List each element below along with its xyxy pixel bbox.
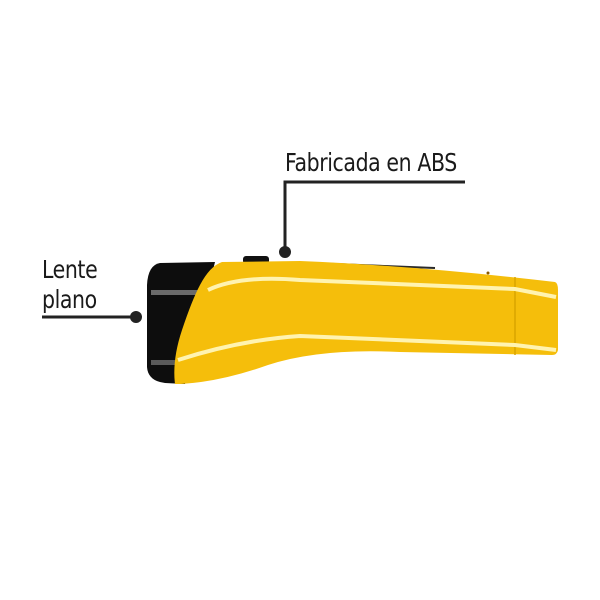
body-highlight-bottom (177, 333, 557, 362)
lens-head-highlight-bottom (151, 360, 181, 365)
callout-label-lens: Lente plano (42, 255, 98, 315)
body-housing (174, 261, 559, 384)
leader-lens-dot (130, 311, 142, 323)
lens-head-highlight-top (151, 290, 206, 295)
tail-dot (486, 271, 490, 275)
callout-label-lens-line2: plano (42, 285, 97, 314)
leader-abs-dot (279, 246, 291, 258)
callout-label-lens-line1: Lente (42, 255, 98, 284)
leader-abs (283, 180, 465, 250)
body-highlight-top (207, 276, 557, 299)
callout-label-abs: Fabricada en ABS (285, 148, 457, 177)
